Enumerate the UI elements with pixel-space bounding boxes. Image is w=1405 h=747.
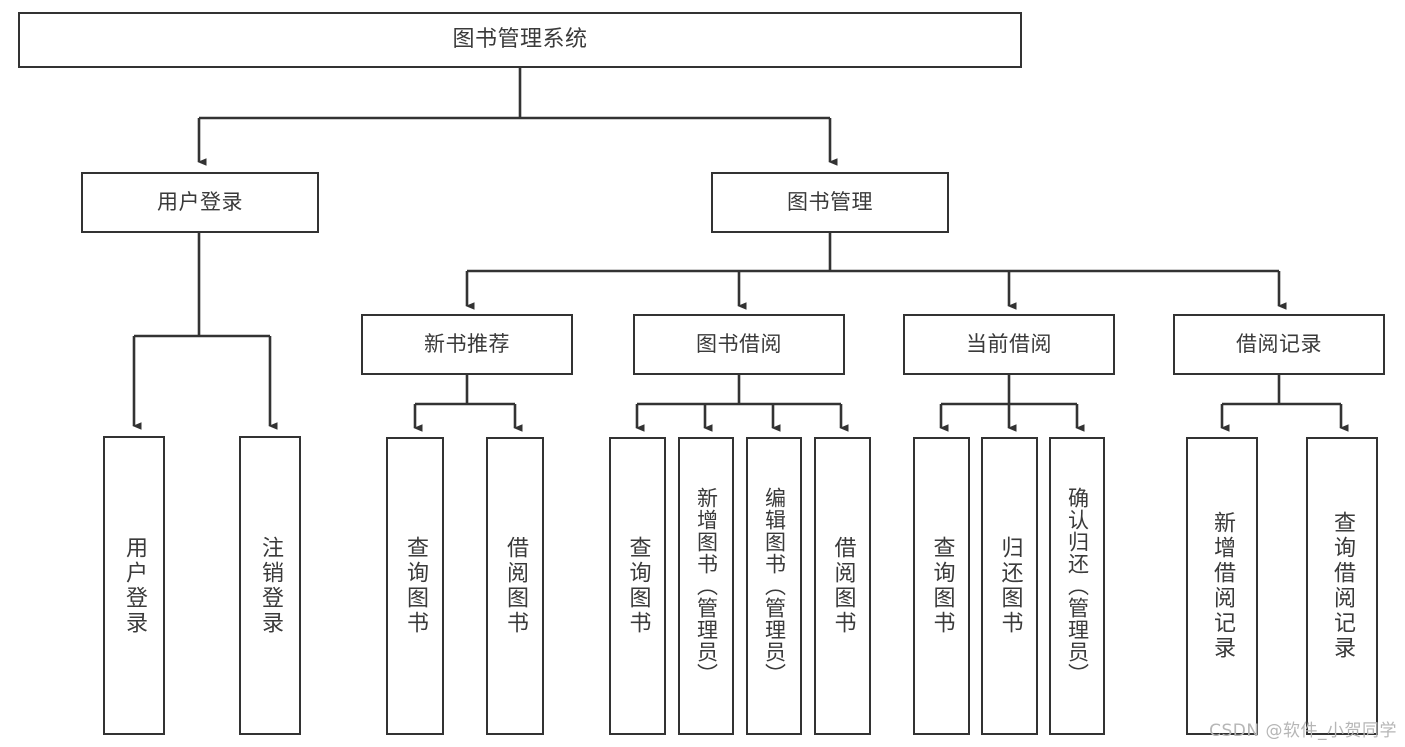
node-book-borrow[interactable]: 图书借阅 xyxy=(633,314,845,375)
node-leaf-confirm-return-admin[interactable]: 确认归还（管理员） xyxy=(1049,437,1105,735)
node-label: 用户登录 xyxy=(122,535,147,636)
node-label: 新增图书（管理员） xyxy=(694,487,719,685)
node-label: 注销登录 xyxy=(258,535,283,636)
node-leaf-user-login[interactable]: 用户登录 xyxy=(103,436,165,735)
node-label: 新书推荐 xyxy=(424,332,510,357)
node-label: 当前借阅 xyxy=(966,332,1052,357)
node-label: 借阅图书 xyxy=(830,536,856,636)
node-label: 用户登录 xyxy=(157,190,243,215)
node-label: 归还图书 xyxy=(997,536,1023,636)
csdn-watermark: CSDN @软件_小贺同学 xyxy=(1209,721,1397,741)
node-label: 查询图书 xyxy=(625,536,651,636)
node-label: 借阅记录 xyxy=(1236,332,1322,357)
node-leaf-query-book-current[interactable]: 查询图书 xyxy=(913,437,970,735)
node-label: 图书管理 xyxy=(787,190,873,215)
node-label: 新增借阅记录 xyxy=(1210,511,1235,661)
node-leaf-add-borrow-record[interactable]: 新增借阅记录 xyxy=(1186,437,1258,735)
node-label: 查询借阅记录 xyxy=(1330,511,1355,661)
node-label: 图书管理系统 xyxy=(452,27,588,53)
node-root-book-management-system[interactable]: 图书管理系统 xyxy=(18,12,1022,68)
node-new-book-recommend[interactable]: 新书推荐 xyxy=(361,314,573,375)
node-user-login[interactable]: 用户登录 xyxy=(81,172,319,233)
node-leaf-query-book-borrow[interactable]: 查询图书 xyxy=(609,437,666,735)
node-leaf-query-borrow-record[interactable]: 查询借阅记录 xyxy=(1306,437,1378,735)
node-book-management[interactable]: 图书管理 xyxy=(711,172,949,233)
node-leaf-add-book-admin[interactable]: 新增图书（管理员） xyxy=(678,437,734,735)
node-borrow-record[interactable]: 借阅记录 xyxy=(1173,314,1385,375)
node-current-borrow[interactable]: 当前借阅 xyxy=(903,314,1115,375)
node-leaf-borrow-book[interactable]: 借阅图书 xyxy=(814,437,871,735)
node-leaf-edit-book-admin[interactable]: 编辑图书（管理员） xyxy=(746,437,802,735)
node-leaf-borrow-book-recommend[interactable]: 借阅图书 xyxy=(486,437,544,735)
node-label: 图书借阅 xyxy=(696,332,782,357)
node-label: 查询图书 xyxy=(403,536,428,636)
node-leaf-query-book-recommend[interactable]: 查询图书 xyxy=(386,437,444,735)
node-leaf-return-book[interactable]: 归还图书 xyxy=(981,437,1038,735)
node-label: 确认归还（管理员） xyxy=(1065,487,1090,685)
node-label: 编辑图书（管理员） xyxy=(762,487,787,685)
node-leaf-logout[interactable]: 注销登录 xyxy=(239,436,301,735)
node-label: 借阅图书 xyxy=(503,536,528,636)
node-label: 查询图书 xyxy=(929,536,955,636)
